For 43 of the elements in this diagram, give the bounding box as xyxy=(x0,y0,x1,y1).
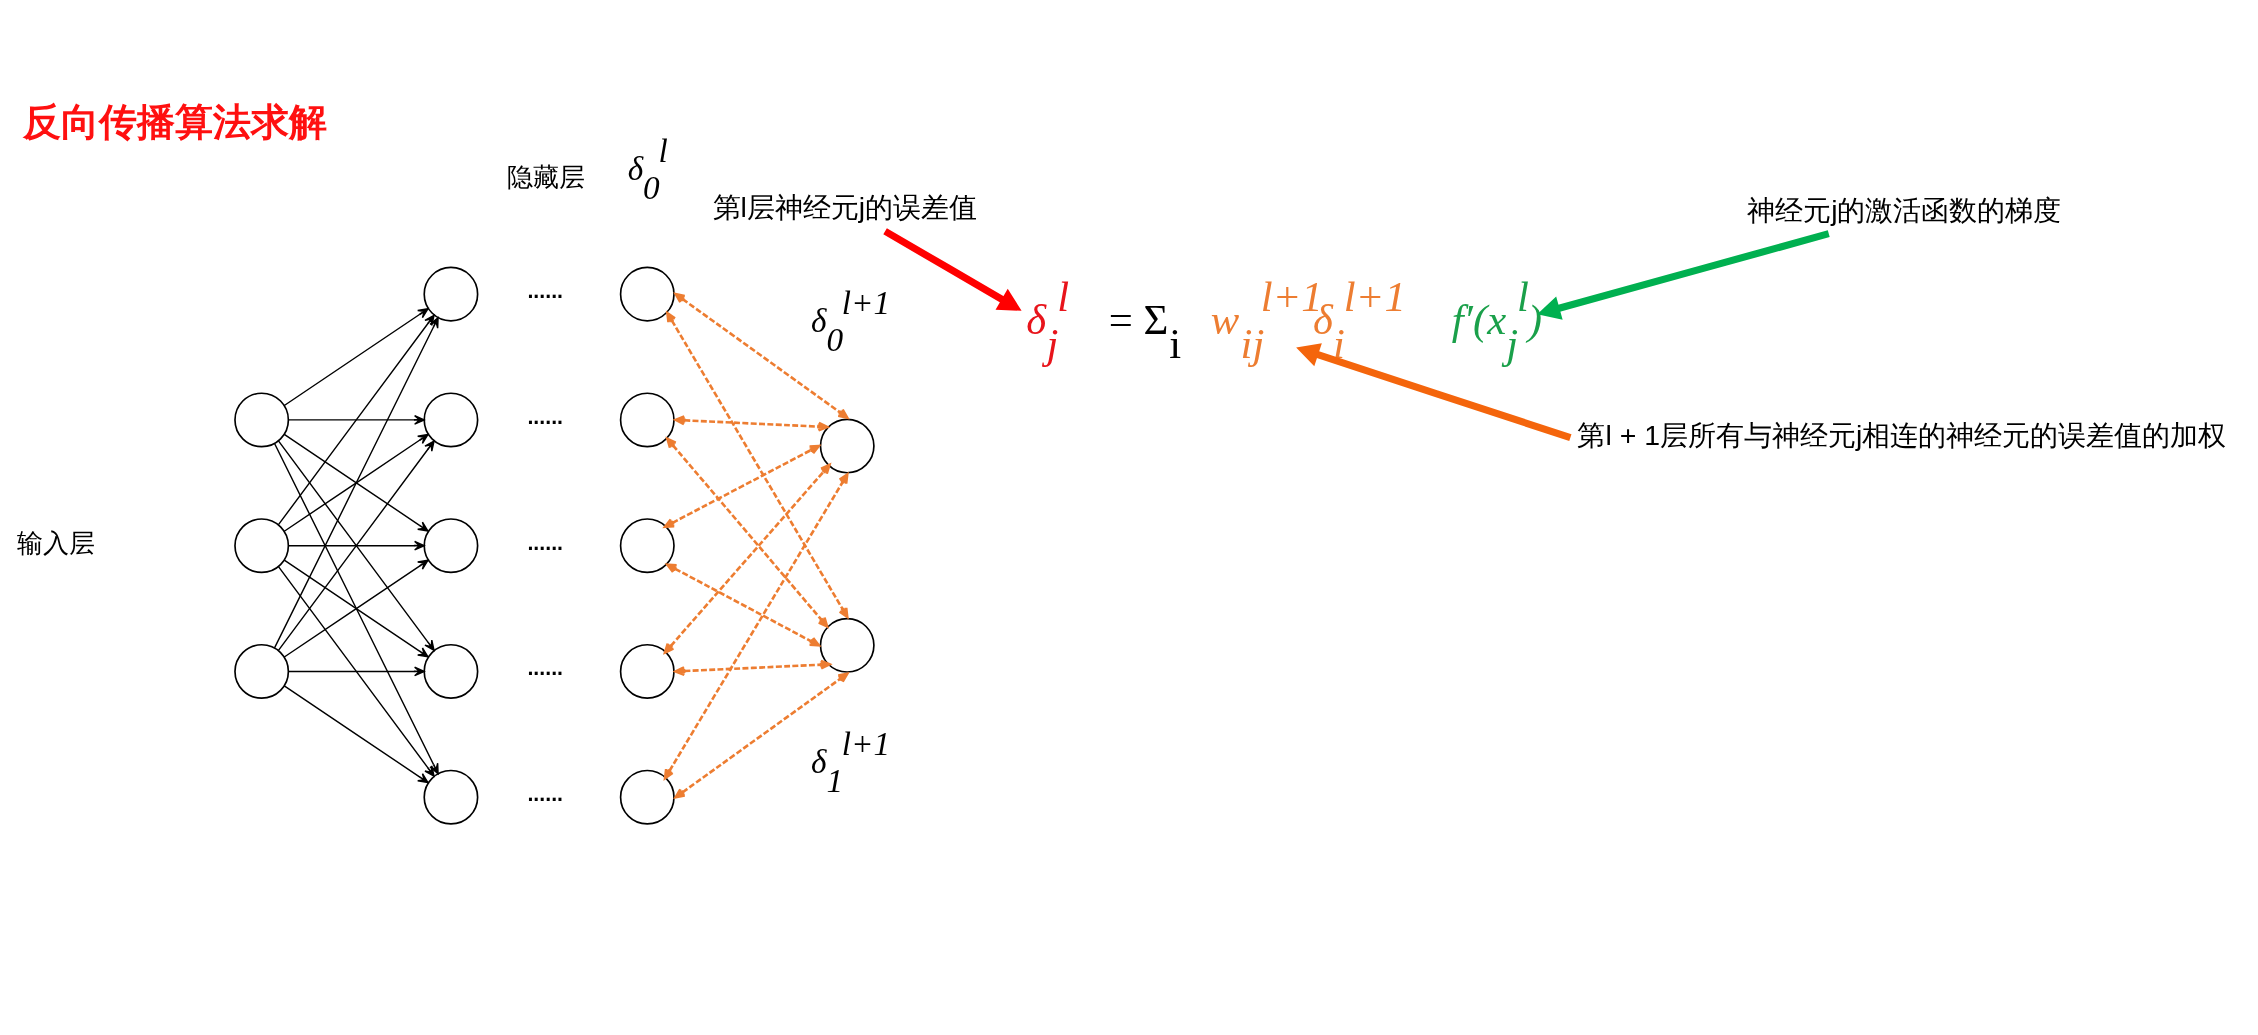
node-circle xyxy=(423,769,479,825)
arrow xyxy=(287,414,425,425)
arrow xyxy=(277,566,435,777)
node-circle xyxy=(234,643,290,699)
node-text: 第l + 1层所有与神经元j相连的神经元的误差值的加权 xyxy=(1577,419,2227,452)
arrow xyxy=(663,463,831,654)
arrow xyxy=(674,672,849,799)
arrow xyxy=(1537,230,1830,320)
label: ...... xyxy=(527,530,564,555)
arrow xyxy=(663,473,849,780)
node-circle xyxy=(423,392,479,448)
arrow xyxy=(287,666,425,677)
node-text: 神经元j的激活函数的梯度 xyxy=(1747,193,2062,226)
arrow xyxy=(283,685,429,784)
label: 输入层 xyxy=(17,528,96,559)
arrow xyxy=(674,415,829,432)
label: ...... xyxy=(527,279,564,304)
arrow xyxy=(674,292,849,419)
node-circle xyxy=(234,392,290,448)
arrow xyxy=(283,559,429,658)
arrow xyxy=(1296,343,1572,442)
node-circle xyxy=(423,518,479,574)
label: ...... xyxy=(527,782,564,807)
arrow xyxy=(283,433,429,532)
arrow xyxy=(277,314,435,526)
arrow xyxy=(273,317,439,649)
node-circle xyxy=(423,266,479,322)
label: 隐藏层 xyxy=(507,161,586,192)
node-circle xyxy=(234,518,290,574)
label: ...... xyxy=(527,656,564,681)
arrow xyxy=(666,311,849,619)
arrow xyxy=(663,444,821,528)
diagram-title: 反向传播算法求解 xyxy=(23,100,328,143)
arrow xyxy=(283,308,429,407)
arrow xyxy=(287,540,425,551)
arrow xyxy=(674,659,831,677)
arrow xyxy=(883,228,1022,311)
arrow xyxy=(666,563,821,647)
arrow xyxy=(666,437,829,628)
node-circle xyxy=(423,643,479,699)
arrow xyxy=(277,440,435,652)
label: ...... xyxy=(527,404,564,429)
node-text: 第l层神经元j的误差值 xyxy=(712,191,978,224)
